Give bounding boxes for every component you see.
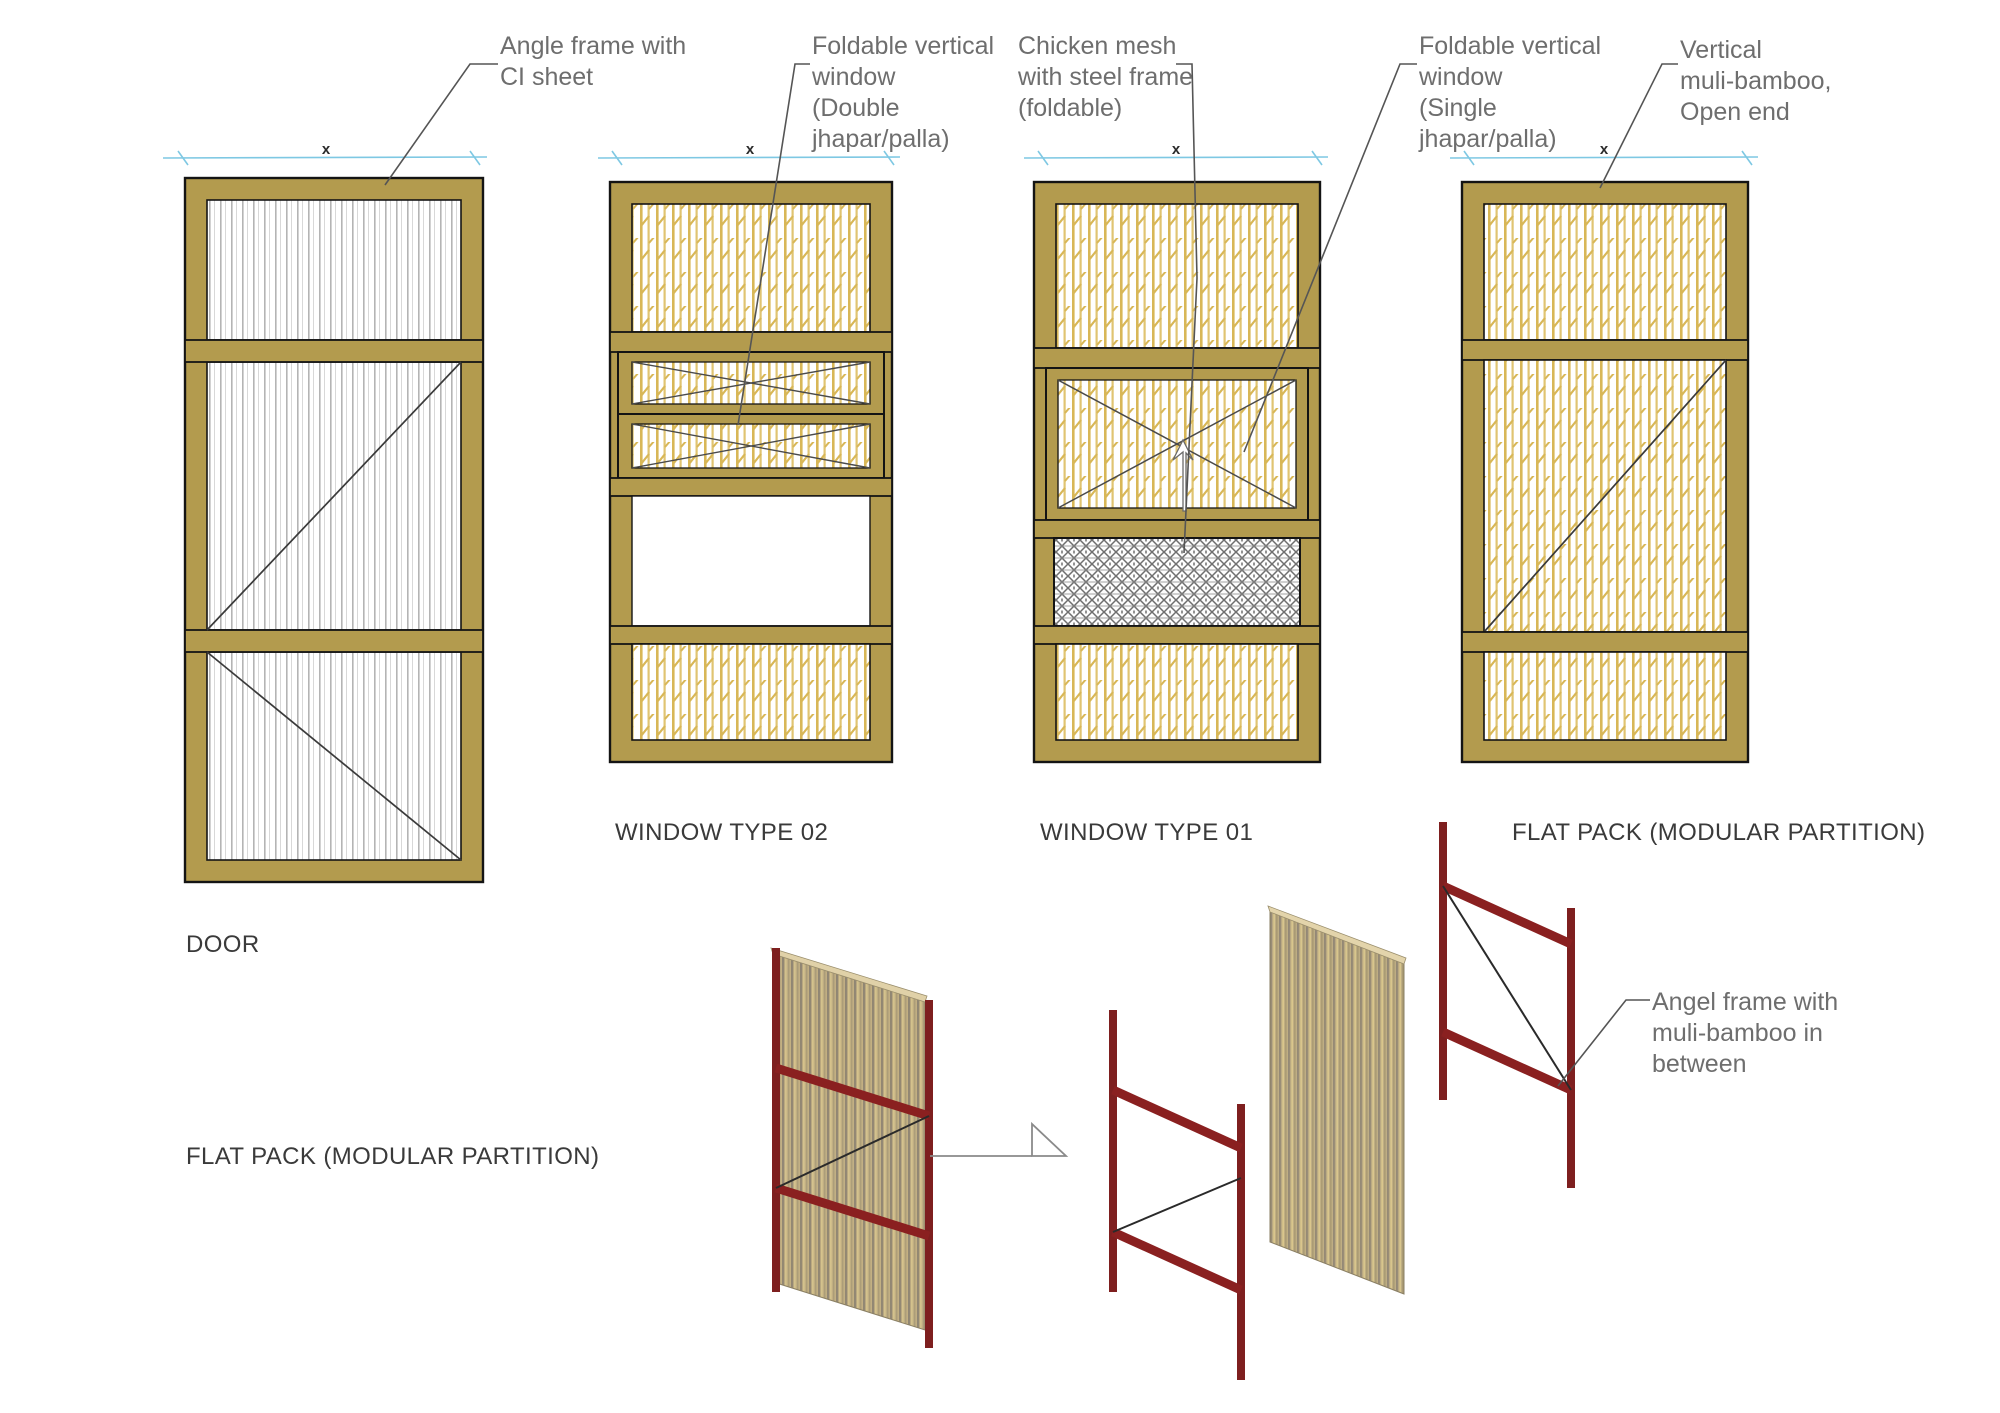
iso-brace-zigzag (775, 1115, 930, 1189)
iso-exploded-frame-right (1439, 822, 1575, 1188)
elevation-window-type-02 (608, 180, 894, 764)
dimension-label-window01: x (1172, 141, 1181, 158)
elevation-door (183, 176, 485, 884)
caption-window-type-01: WINDOW TYPE 01 (1040, 819, 1253, 846)
leader-foldable-double (737, 63, 810, 426)
leader-angle-frame-ci (384, 63, 498, 186)
elevation-flat-pack (1460, 180, 1750, 764)
caption-door: DOOR (186, 931, 260, 958)
annotation-chicken-mesh-line3: (foldable) (1018, 94, 1122, 122)
iso-exploded-frame-left (1109, 1010, 1245, 1380)
dimension-line-window01 (1023, 150, 1329, 166)
annotation-vertical-bamboo-line2: muli-bamboo, (1680, 67, 1831, 95)
dimension-label-window02: x (746, 141, 755, 158)
caption-flat-pack-top: FLAT PACK (MODULAR PARTITION) (1512, 819, 1925, 846)
foldable-shutter-upper (617, 351, 885, 415)
annotation-foldable-double-line3: (Double (812, 94, 900, 122)
annotation-foldable-double-line1: Foldable vertical (812, 32, 994, 60)
leader-foldable-single (1243, 63, 1417, 453)
foldable-shutter-single (1045, 367, 1309, 521)
elevation-window-type-01 (1032, 180, 1322, 764)
door-swing-lower (206, 651, 462, 861)
leader-vertical-bamboo (1599, 63, 1678, 189)
annotation-foldable-single-line2: window (1418, 63, 1503, 91)
panel-bamboo-bottom (631, 643, 871, 741)
foldable-shutter-lower (617, 413, 885, 479)
leader-chicken-mesh (1176, 63, 1198, 554)
dimension-line-window02 (597, 150, 901, 166)
dimension-label-door: x (322, 141, 331, 158)
iso-flat-pack-exploded (1109, 822, 1575, 1380)
door-swing-upper (206, 361, 462, 631)
iso-exploded-bamboo-panel (1267, 905, 1407, 1295)
annotation-vertical-bamboo-line3: Open end (1680, 98, 1790, 126)
dimension-label-flatpack: x (1600, 141, 1609, 158)
annotation-vertical-bamboo-line1: Vertical (1680, 36, 1762, 64)
annotation-foldable-single-line1: Foldable vertical (1419, 32, 1601, 60)
annotation-angle-frame-ci-line1: Angle frame with (500, 32, 686, 60)
annotation-angel-frame-line2: muli-bamboo in (1652, 1019, 1823, 1047)
partition-diagonal-brace (1483, 359, 1727, 633)
annotation-angel-frame-line3: between (1652, 1050, 1747, 1078)
caption-flat-pack-bottom: FLAT PACK (MODULAR PARTITION) (186, 1143, 599, 1170)
annotation-chicken-mesh-line1: Chicken mesh (1018, 32, 1176, 60)
panel-bamboo-top (631, 203, 871, 333)
dimension-line-flatpack (1449, 150, 1759, 166)
assembly-arrow-icon (930, 1121, 1069, 1157)
iso-steel-rail-lower (774, 1183, 931, 1241)
annotation-foldable-single-line4: jhapar/palla) (1418, 125, 1557, 153)
leader-angel-frame (1557, 999, 1650, 1087)
annotation-chicken-mesh-line2: with steel frame (1017, 63, 1193, 91)
annotation-angle-frame-ci-line2: CI sheet (500, 63, 593, 91)
annotation-angel-frame-line1: Angel frame with (1652, 988, 1838, 1016)
iso-steel-rail-upper (774, 1063, 931, 1121)
dimension-line-door (162, 150, 488, 166)
annotation-foldable-double-line2: window (811, 63, 896, 91)
annotation-foldable-double-line4: jhapar/palla) (811, 125, 950, 153)
caption-window-type-02: WINDOW TYPE 02 (615, 819, 828, 846)
panel-chicken-mesh (1053, 537, 1301, 627)
annotation-foldable-single-line3: (Single (1419, 94, 1497, 122)
iso-flat-pack-assembled (770, 947, 933, 1348)
